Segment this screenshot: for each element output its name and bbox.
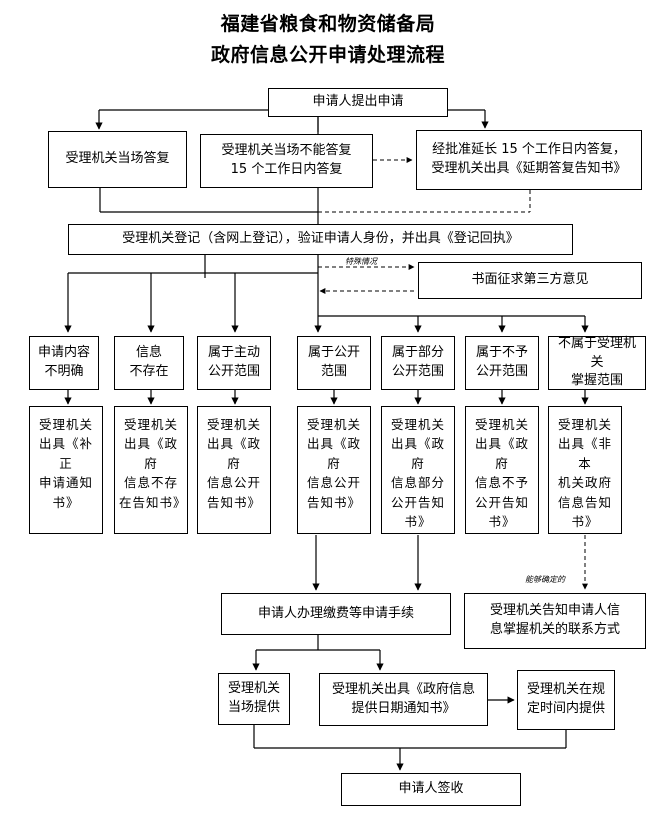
box-date-notice: 受理机关出具《政府信息提供日期通知书》 xyxy=(319,673,488,726)
category-not-held: 不属于受理机关掌握范围 xyxy=(548,336,646,390)
category-not-disclosed: 属于不予公开范围 xyxy=(465,336,539,390)
box-on-site-reply: 受理机关当场答复 xyxy=(48,131,187,188)
notice-correction: 受理机关出具《补正申请通知书》 xyxy=(29,406,103,534)
title-line-2: 政府信息公开申请处理流程 xyxy=(210,44,445,66)
notice-active-disclosure: 受理机关出具《政府信息公开告知书》 xyxy=(197,406,271,534)
notice-partial: 受理机关出具《政府信息部分公开告知书》 xyxy=(381,406,455,534)
notice-not-disclosed: 受理机关出具《政府信息不予公开告知书》 xyxy=(465,406,539,534)
box-apply: 申请人提出申请 xyxy=(268,88,448,117)
category-public: 属于公开范围 xyxy=(297,336,371,390)
box-register: 受理机关登记（含网上登记），验证申请人身份，并出具《登记回执》 xyxy=(68,224,573,255)
box-extend: 经批准延长 15 个工作日内答复，受理机关出具《延期答复告知书》 xyxy=(416,130,642,190)
box-provide-in-time: 受理机关在规定时间内提供 xyxy=(517,670,615,730)
box-provide-on-site: 受理机关当场提供 xyxy=(218,673,290,725)
notice-not-held: 受理机关出具《非本机关政府信息告知书》 xyxy=(548,406,622,534)
category-partial: 属于部分公开范围 xyxy=(381,336,455,390)
notice-not-exist: 受理机关出具《政府信息不存在告知书》 xyxy=(114,406,188,534)
category-not-exist: 信息不存在 xyxy=(114,336,184,390)
title-line-1: 福建省粮食和物资储备局 xyxy=(220,13,436,35)
determinable-note: 能够确定的 xyxy=(525,575,565,584)
box-fees: 申请人办理缴费等申请手续 xyxy=(221,593,451,635)
box-contact: 受理机关告知申请人信息掌握机关的联系方式 xyxy=(464,593,646,649)
category-active-disclosure: 属于主动公开范围 xyxy=(197,336,271,390)
notice-public: 受理机关出具《政府信息公开告知书》 xyxy=(297,406,371,534)
box-sign: 申请人签收 xyxy=(341,773,521,806)
category-unclear: 申请内容不明确 xyxy=(29,336,99,390)
box-third-party: 书面征求第三方意见 xyxy=(418,262,642,299)
special-case-note: 特殊情况 xyxy=(345,257,377,266)
